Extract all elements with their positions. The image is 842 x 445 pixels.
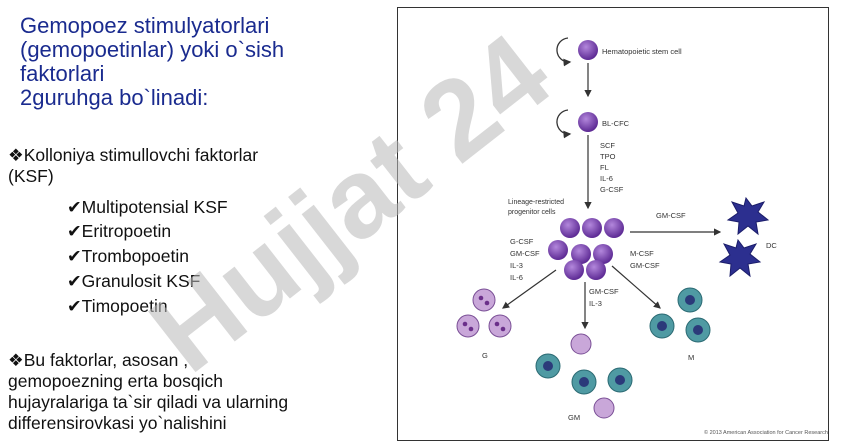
dc-label: DC (766, 241, 777, 250)
check-icon: ✔ (67, 271, 82, 291)
check-icon: ✔ (67, 221, 82, 241)
note-line-3: hujayralariga ta`sir qiladi va ularning (8, 392, 289, 412)
title-line-1: Gemopoez stimulyatorlari (20, 13, 270, 38)
bl-cfc-cell (578, 112, 598, 132)
note-line-1: Bu faktorlar, asosan , (23, 350, 189, 370)
hematopoiesis-figure: Hematopoietic stem cell BL-CFC SCF TPO F… (397, 7, 829, 441)
self-renewal-arrow (556, 37, 572, 67)
list-item: ✔Trombopoetin (67, 246, 189, 266)
check-icon: ✔ (67, 246, 82, 266)
title-line-2: (gemopoetinlar) yoki o`sish (20, 37, 285, 62)
check-icon: ✔ (67, 197, 82, 217)
gm-csf-dc-label: GM-CSF (656, 211, 686, 220)
check-icon: ✔ (67, 296, 82, 316)
granulocytes (456, 288, 512, 338)
m-factor-list: M-CSF GM-CSF (630, 249, 660, 270)
arrow (502, 269, 557, 309)
diamond-bullet-icon: ❖ (8, 145, 24, 165)
list-item: ✔Timopoetin (67, 296, 168, 316)
dendritic-cells (718, 196, 770, 278)
copyright-note: © 2013 American Association for Cancer R… (704, 429, 828, 436)
stem-cell (578, 40, 598, 60)
growth-factor-list: SCF TPO FL IL-6 G-CSF (600, 141, 624, 194)
self-renewal-arrow (556, 109, 572, 139)
intro-bullet: ❖Kolloniya stimullovchi faktorlar (KSF) (8, 145, 258, 187)
title-line-4: 2guruhga bo`linadi: (20, 85, 209, 110)
left-text-panel: Gemopoez stimulyatorlari (gemopoetinlar)… (0, 0, 395, 445)
intro-line-2: (KSF) (8, 166, 54, 186)
progenitor-label: Lineage-restricted progenitor cells (508, 199, 566, 216)
g-label: G (482, 351, 488, 360)
intro-line-1: Kolloniya stimullovchi faktorlar (23, 145, 259, 165)
m-label: M (688, 353, 694, 362)
note-line-4: differensirovkasi yo`nalishini (8, 413, 227, 433)
bl-cfc-label: BL-CFC (602, 119, 630, 128)
list-item: ✔Eritropoetin (67, 221, 172, 241)
list-item: ✔Multipotensial KSF (67, 197, 228, 217)
g-factor-list: G-CSF GM-CSF IL-3 IL-6 (510, 237, 542, 282)
diamond-bullet-icon: ❖ (8, 350, 24, 370)
gm-factor-list: GM-CSF IL-3 (589, 287, 621, 308)
gm-cells (535, 333, 633, 419)
progenitor-cells (548, 218, 624, 280)
list-item: ✔Granulosit KSF (67, 271, 201, 291)
gm-label: GM (568, 413, 580, 422)
slide-title: Gemopoez stimulyatorlari (gemopoetinlar)… (20, 14, 390, 110)
note-bullet: ❖Bu faktorlar, asosan , gemopoezning ert… (8, 350, 288, 434)
hematopoiesis-diagram: Hematopoietic stem cell BL-CFC SCF TPO F… (456, 37, 828, 436)
note-line-2: gemopoezning erta bosqich (8, 371, 224, 391)
stem-cell-label: Hematopoietic stem cell (602, 47, 682, 56)
title-line-3: faktorlari (20, 61, 105, 86)
macrophages (649, 287, 711, 343)
arrow (611, 265, 661, 309)
